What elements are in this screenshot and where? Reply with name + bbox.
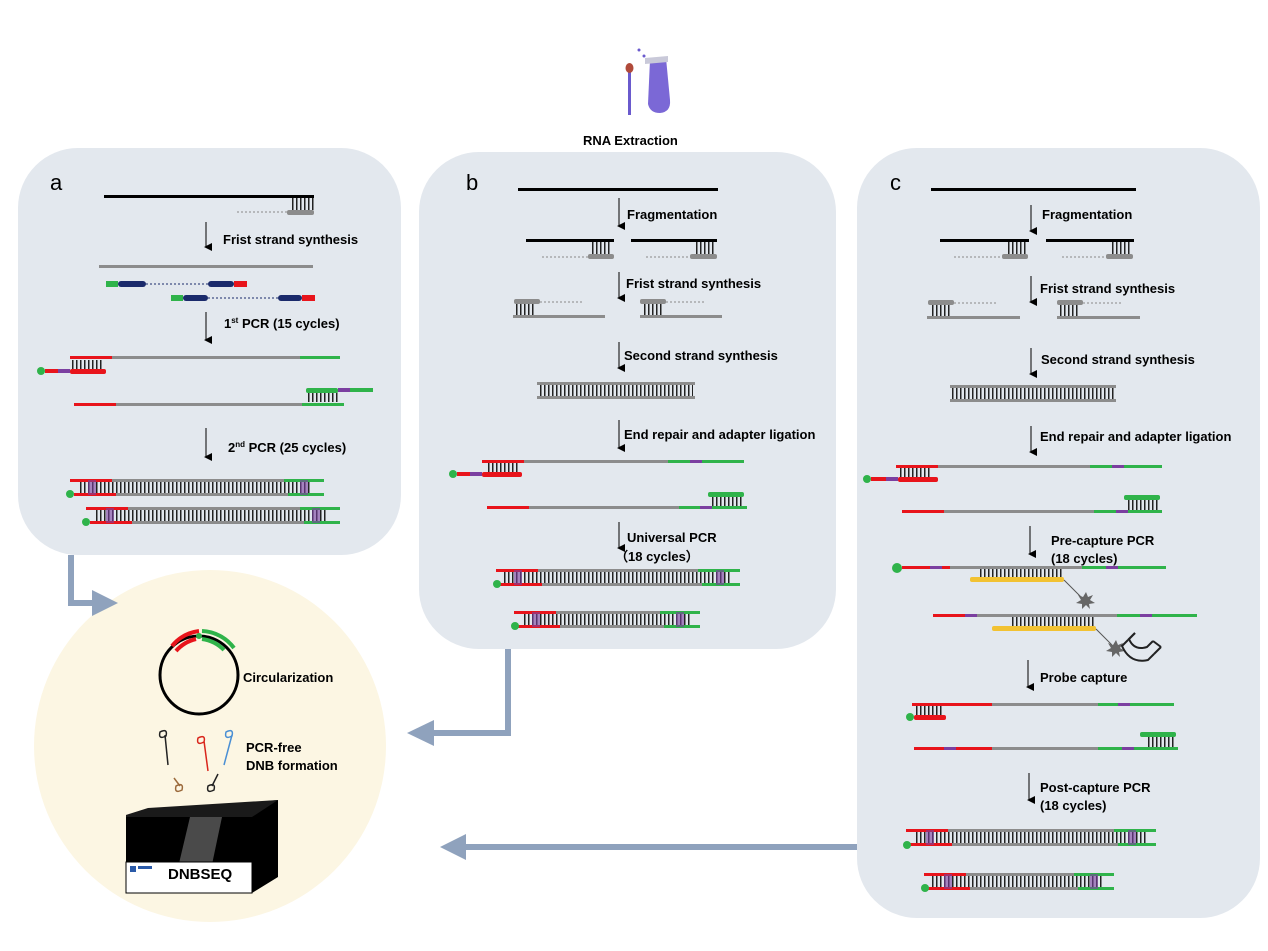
panel-b-step-5b: （18 cycles） xyxy=(615,549,699,564)
flow-arrow-a-head xyxy=(92,590,118,616)
magnet-icon xyxy=(1120,632,1162,662)
panel-c-step-6: Probe capture xyxy=(1040,670,1127,685)
panel-a-letter: a xyxy=(50,170,63,195)
panel-b-first-strand xyxy=(513,299,722,318)
panel-c-final-products xyxy=(903,829,1156,892)
panel-c-ds-cdna xyxy=(950,385,1116,402)
rna-extraction-label: RNA Extraction xyxy=(583,133,678,148)
panel-a-pcr1-products xyxy=(37,356,373,406)
panel-c-step-5b: (18 cycles) xyxy=(1051,551,1118,566)
panel-b-bg xyxy=(419,152,836,649)
panel-c-bg xyxy=(857,148,1260,918)
panel-c-letter: c xyxy=(890,170,901,195)
panel-a-step-3: 2nd PCR (25 cycles) xyxy=(228,440,346,455)
panel-c-capture-hybrids xyxy=(892,563,1197,657)
panel-b-step-1: Fragmentation xyxy=(627,207,717,222)
dnb-coils xyxy=(158,729,234,793)
panel-a-pcr2-products xyxy=(66,479,340,526)
panel-b-step-5a: Universal PCR xyxy=(627,530,717,545)
panel-c-ligation-products xyxy=(863,465,1162,513)
panel-a-step-1: Frist strand synthesis xyxy=(223,232,358,247)
panel-c-rna xyxy=(931,188,1136,191)
flow-arrow-c-head xyxy=(440,834,466,860)
sequencing-bg xyxy=(34,570,386,922)
circularization-label: Circularization xyxy=(243,670,333,685)
circularized-dna xyxy=(158,629,240,716)
panel-c-step-7a: Post-capture PCR xyxy=(1040,780,1151,795)
panel-c-step-2: Frist strand synthesis xyxy=(1040,281,1175,296)
panel-b-letter: b xyxy=(466,170,478,195)
panel-c-step-1: Fragmentation xyxy=(1042,207,1132,222)
panel-c-fragments xyxy=(940,239,1134,259)
panel-c-captured xyxy=(906,703,1178,750)
flow-arrow-b xyxy=(430,649,511,736)
panel-c-first-strand xyxy=(927,300,1140,319)
flow-arrow-a xyxy=(68,555,95,606)
dnbseq-label: DNBSEQ xyxy=(168,866,233,883)
flow-arrow-b-head xyxy=(407,720,434,746)
dnb-label-1: PCR-free xyxy=(246,740,302,755)
panel-b-fragments xyxy=(526,239,717,259)
panel-b-ligation-products xyxy=(449,460,747,509)
panel-a-step-2: 1st PCR (15 cycles) xyxy=(224,316,340,331)
panel-c-step-3: Second strand synthesis xyxy=(1041,352,1195,367)
panel-b-step-2: Frist strand synthesis xyxy=(626,276,761,291)
panel-c-step-7b: (18 cycles) xyxy=(1040,798,1107,813)
rna-extraction-icon xyxy=(625,48,671,115)
panel-b-ds-cdna xyxy=(537,382,695,399)
panel-a-first-strand xyxy=(99,265,315,301)
panel-c-step-4: End repair and adapter ligation xyxy=(1040,429,1231,444)
dnb-label-2: DNB formation xyxy=(246,758,338,773)
panel-a-template xyxy=(104,195,314,215)
panel-b-rna xyxy=(518,188,718,191)
panel-b-pcr-products xyxy=(493,569,740,630)
dnbseq-machine xyxy=(125,800,278,894)
panel-c-step-5a: Pre-capture PCR xyxy=(1051,533,1155,548)
panel-b-step-3: Second strand synthesis xyxy=(624,348,778,363)
panel-a-bg xyxy=(18,148,401,555)
panel-b-step-4: End repair and adapter ligation xyxy=(624,427,815,442)
